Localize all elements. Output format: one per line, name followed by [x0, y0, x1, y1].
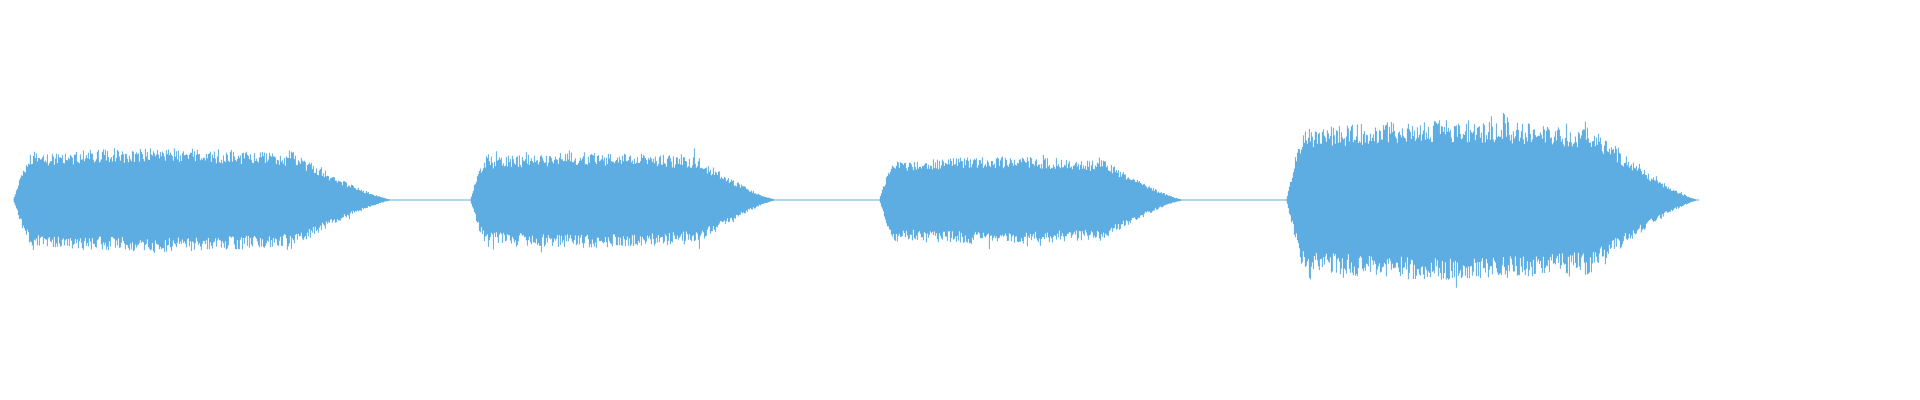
- waveform-burst-2: [470, 148, 777, 253]
- waveform-burst-3-core: [879, 169, 1184, 231]
- waveform-segments: [13, 113, 1699, 288]
- waveform-burst-2-core: [470, 166, 777, 234]
- waveform-burst-4: [1286, 113, 1699, 288]
- waveform-burst-3: [879, 154, 1184, 250]
- waveform-burst-1-core: [13, 163, 394, 237]
- waveform-burst-4-core: [1286, 144, 1699, 256]
- waveform-burst-1: [13, 148, 394, 253]
